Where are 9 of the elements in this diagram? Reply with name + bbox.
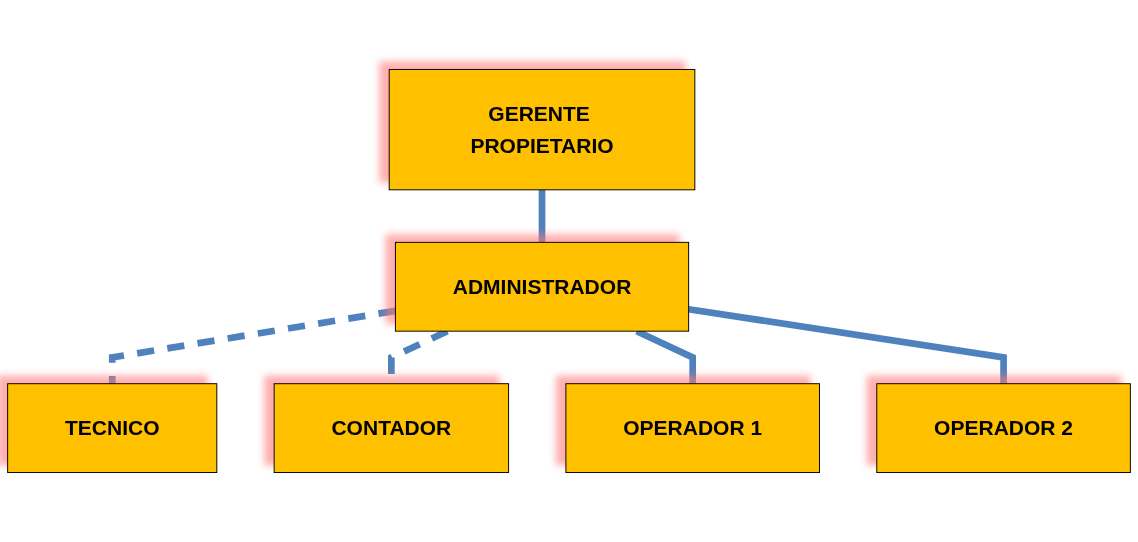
connector: [538, 189, 546, 243]
connector: [108, 307, 396, 384]
node-box: GERENTE PROPIETARIO: [388, 68, 696, 191]
node-box: OPERADOR 1: [565, 383, 820, 474]
node-box: OPERADOR 2: [876, 383, 1131, 474]
node-box: ADMINISTRADOR: [394, 241, 690, 332]
node-box: TECNICO: [7, 383, 218, 474]
node-box: CONTADOR: [273, 383, 510, 474]
connector: [688, 305, 1007, 384]
